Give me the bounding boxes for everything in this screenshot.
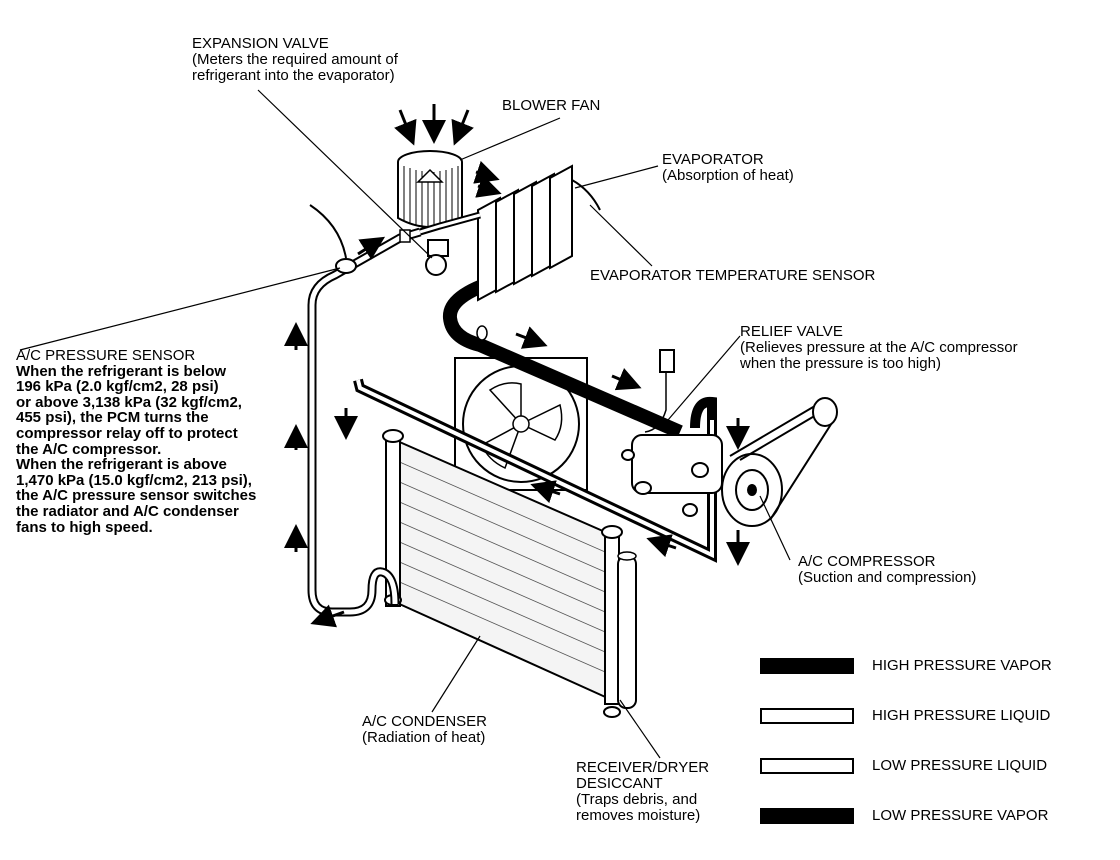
evaporator-temp-sensor-label: EVAPORATOR TEMPERATURE SENSOR [590, 268, 875, 284]
ac-condenser-title: A/C CONDENSER [362, 713, 488, 730]
legend-swatch [760, 808, 854, 824]
legend-swatch [760, 758, 854, 774]
receiver-dryer-title: RECEIVER/DRYER [576, 759, 710, 776]
legend-label: LOW PRESSURE VAPOR [872, 807, 1049, 824]
legend-label: HIGH PRESSURE LIQUID [872, 707, 1051, 724]
relief-valve-title: RELIEF VALVE [740, 323, 843, 340]
ac-compressor-title: A/C COMPRESSOR [798, 553, 936, 570]
high-pressure-liquid-line [307, 204, 422, 617]
receiver-dryer-desc-1: DESICCANT [576, 775, 663, 792]
receiver-dryer-label: RECEIVER/DRYER DESICCANT (Traps debris, … [576, 760, 709, 824]
evaporator-desc-1: (Absorption of heat) [662, 167, 794, 184]
relief-valve-desc-1: (Relieves pressure at the A/C compressor [740, 339, 1018, 356]
relief-valve-label: RELIEF VALVE (Relieves pressure at the A… [740, 324, 1018, 372]
ac-pressure-sensor-desc-6: the A/C compressor. [16, 440, 162, 458]
expansion-valve-label: EXPANSION VALVE (Meters the required amo… [192, 36, 398, 84]
receiver-dryer-desc-3: removes moisture) [576, 807, 701, 824]
legend-swatch [760, 658, 854, 674]
evaporator-temp-sensor-wire [571, 179, 601, 211]
evaporator-title: EVAPORATOR [662, 151, 764, 168]
expansion-valve-desc-2: refrigerant into the evaporator) [192, 67, 395, 84]
legend-swatch [760, 708, 854, 724]
ac-pressure-sensor-title: A/C PRESSURE SENSOR [16, 347, 196, 364]
ac-pressure-sensor-desc-7: When the refrigerant is above [16, 456, 227, 474]
relief-valve-wire [644, 352, 667, 433]
ac-condenser-desc-1: (Radiation of heat) [362, 729, 486, 746]
blower-fan-label: BLOWER FAN [502, 98, 600, 114]
legend-label: HIGH PRESSURE VAPOR [872, 657, 1052, 674]
ac-pressure-sensor-desc-5: compressor relay off to protect [16, 424, 238, 442]
ac-pressure-sensor-desc-1: When the refrigerant is below [16, 362, 227, 380]
ac-pressure-sensor-desc-2: 196 kPa (2.0 kgf/cm2, 28 psi) [16, 378, 219, 396]
relief-valve-connector [659, 349, 675, 373]
expansion-valve-title: EXPANSION VALVE [192, 35, 329, 52]
ac-pressure-sensor-desc-10: the radiator and A/C condenser [16, 502, 239, 520]
ac-pressure-sensor-desc-11: fans to high speed. [16, 518, 153, 536]
flow-arrows [284, 104, 750, 628]
ac-compressor-label: A/C COMPRESSOR (Suction and compression) [798, 554, 976, 586]
receiver-dryer [603, 551, 637, 718]
ac-pressure-sensor-desc-8: 1,470 kPa (15.0 kgf/cm2, 213 psi), [16, 471, 252, 489]
low-pressure-vapor-line [443, 273, 683, 439]
ac-pressure-sensor-desc-4: 455 psi), the PCM turns the [16, 409, 209, 427]
evaporator [477, 164, 601, 302]
blower-fan [397, 150, 463, 228]
ac-condenser-label: A/C CONDENSER (Radiation of heat) [362, 714, 487, 746]
blower-fan-title: BLOWER FAN [502, 97, 601, 114]
ac-pressure-sensor-desc-9: the A/C pressure sensor switches [16, 487, 257, 505]
receiver-dryer-desc-2: (Traps debris, and [576, 791, 698, 808]
expansion-valve [399, 211, 481, 276]
evaporator-label: EVAPORATOR (Absorption of heat) [662, 152, 794, 184]
expansion-valve-desc-1: (Meters the required amount of [192, 51, 398, 68]
relief-valve-desc-2: when the pressure is too high) [740, 355, 941, 372]
evaporator-temp-sensor-title: EVAPORATOR TEMPERATURE SENSOR [590, 267, 876, 284]
ac-compressor [621, 349, 838, 527]
ac-compressor-desc-1: (Suction and compression) [798, 569, 977, 586]
ac-pressure-sensor-label: A/C PRESSURE SENSOR When the refrigerant… [16, 348, 256, 535]
ac-pressure-sensor [335, 258, 357, 274]
ac-pressure-sensor-desc-3: or above 3,138 kPa (32 kgf/cm2, [16, 393, 242, 411]
leader-lines [19, 89, 791, 759]
ac-condenser [382, 429, 623, 705]
legend-label: LOW PRESSURE LIQUID [872, 757, 1048, 774]
